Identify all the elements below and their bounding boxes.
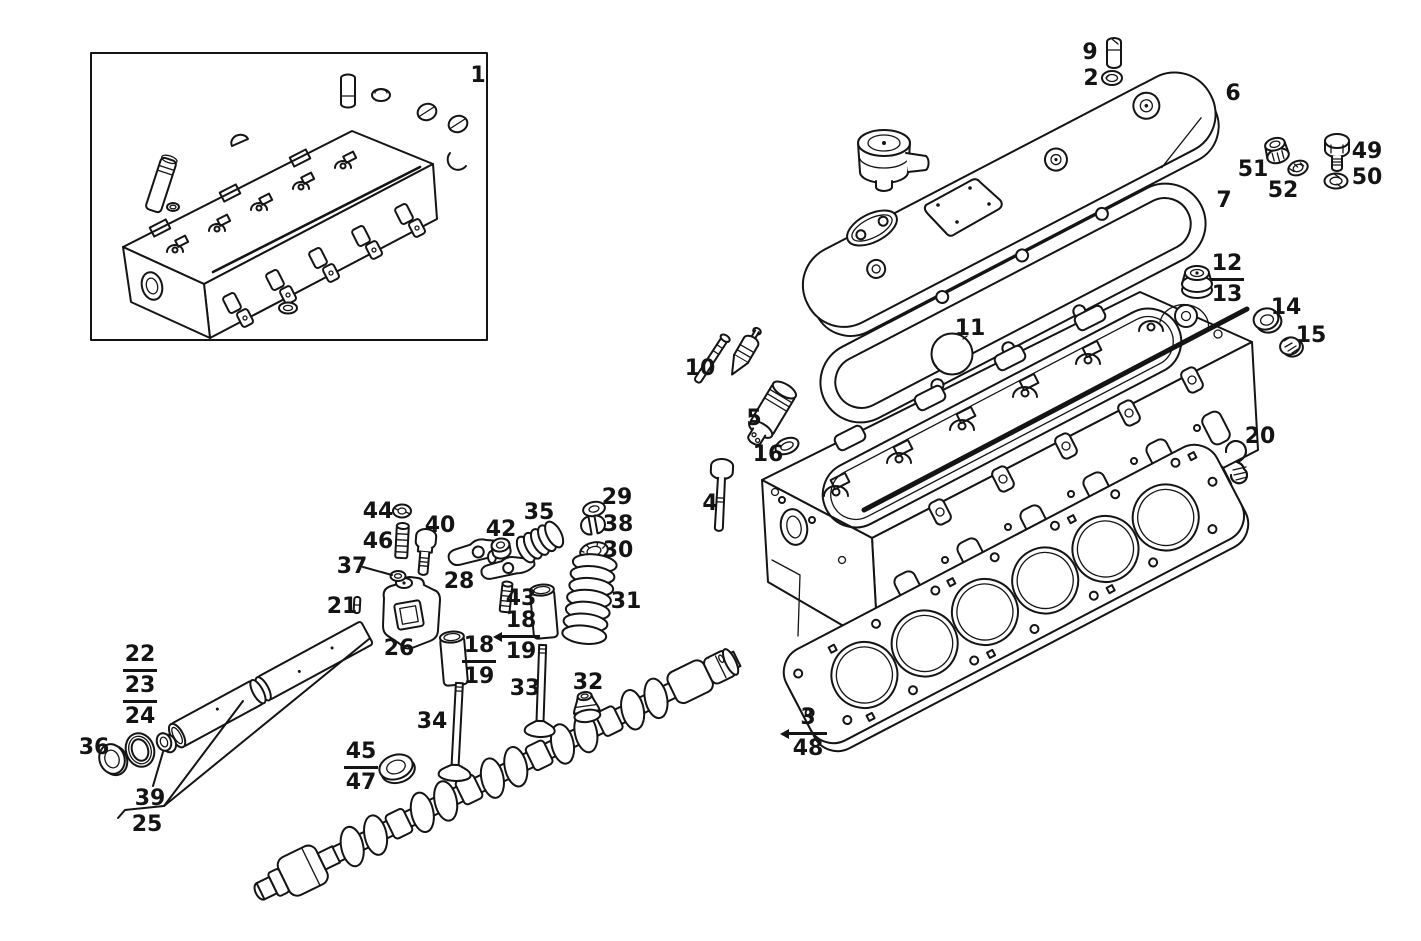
valve-keepers-38: [580, 514, 606, 536]
bolt-40: [414, 528, 438, 576]
screw-43: [498, 580, 514, 614]
tappet-18-19-b: [528, 583, 559, 640]
head-bolt-4: [709, 457, 735, 532]
leader-lines: [117, 566, 393, 819]
cover-plate: [923, 178, 1003, 237]
washer-16: [774, 436, 800, 456]
cap-39: [155, 732, 178, 754]
rocker-shaft: [167, 621, 374, 749]
adjust-screw-46: [394, 522, 410, 560]
tappet-18-19-a: [438, 630, 469, 687]
camshaft: [253, 648, 742, 901]
valve-stem-seal-32: [572, 691, 602, 724]
inset-cylinder-head-figure: [90, 52, 488, 341]
bolt-49: [1324, 133, 1350, 172]
valve-33: [523, 643, 556, 738]
rocker-bracket-26: [382, 576, 441, 650]
pin-10: [694, 333, 731, 384]
cylinder-bores: [830, 483, 1200, 709]
nut-44: [392, 503, 412, 519]
breather-cap: [857, 129, 930, 192]
valve-cover: [801, 71, 1220, 337]
head-gasket: [782, 443, 1250, 753]
ring-14: [1252, 307, 1283, 334]
nozzle-10: [731, 326, 762, 376]
plug-15: [1279, 336, 1304, 358]
grommet-12-13: [1181, 265, 1213, 299]
inset-loose-parts: [145, 73, 469, 315]
cap-nut-51: [1264, 136, 1290, 165]
nut-37: [389, 570, 407, 582]
lock-washer-50: [1323, 172, 1349, 190]
washer-2: [1101, 70, 1123, 86]
nut-42: [490, 537, 512, 560]
core-plug-11: [930, 332, 974, 376]
valve-cover-gasket: [819, 182, 1207, 424]
gasket-holes: [793, 451, 1218, 726]
head-end-boss: [1159, 304, 1223, 339]
valve-34: [437, 681, 472, 782]
sleeve-5: [747, 380, 797, 446]
ring-22-23-24: [124, 732, 156, 768]
hook-20: [1224, 440, 1248, 485]
seal-36: [98, 743, 129, 777]
cover-oval-pad: [846, 209, 898, 247]
seal-ring-45-47: [378, 753, 416, 785]
washer-52: [1287, 159, 1309, 177]
spring-35: [515, 520, 565, 564]
pin-21: [352, 595, 362, 615]
breather-valve-9: [1106, 37, 1122, 69]
valve-spring-31: [561, 553, 618, 645]
